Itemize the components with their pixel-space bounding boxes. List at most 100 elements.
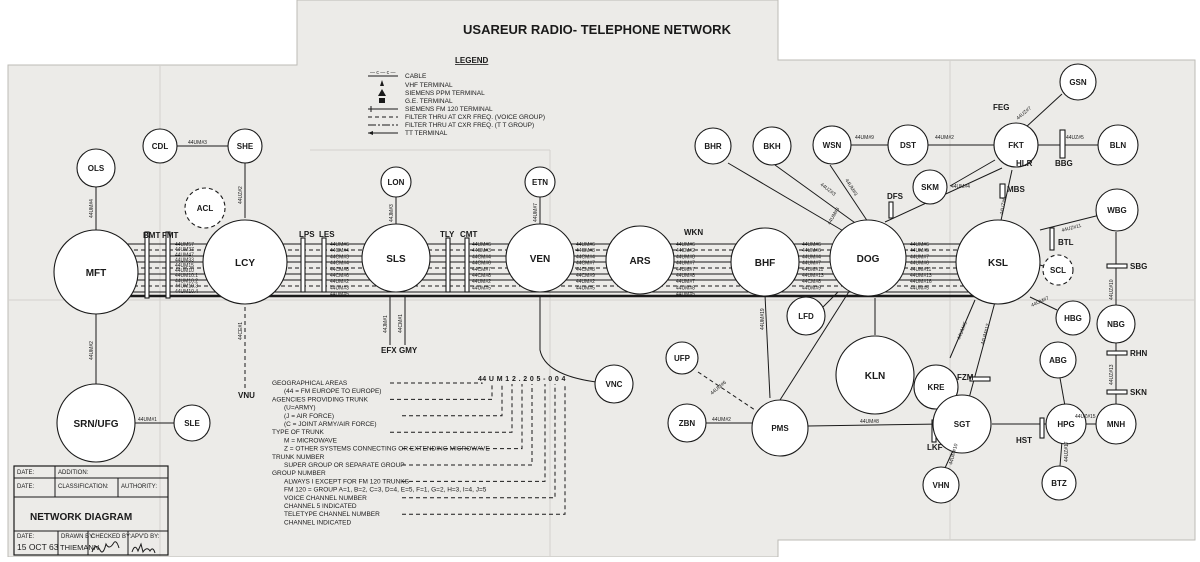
node-label-srn: SRN/UFG	[74, 419, 119, 430]
trunk-label-lcy-sls: 44CM#4	[330, 248, 349, 254]
link-ufp-pms	[697, 371, 756, 411]
trunk-label-dog-ksl: 44UM#6	[910, 242, 929, 248]
link-lfd-dog	[821, 291, 839, 309]
trunk-label-mft-lcy: 44UM10.3	[175, 284, 198, 290]
trunk-label-dog-ksl: 44UM#16	[910, 279, 932, 285]
node-label-wsn: WSN	[823, 141, 842, 150]
node-label-kln: KLN	[865, 371, 886, 382]
node-label-bln: BLN	[1110, 141, 1127, 150]
trunk-label-ven-ars: 44CM#7	[576, 261, 595, 267]
node-circle-dst	[887, 124, 929, 166]
site-label-cmt: CMT	[460, 230, 477, 239]
trunk-label-lcy-sls: 44UM#5	[330, 292, 349, 298]
link-label-mft-srn: 44UM#2	[89, 341, 95, 360]
node-label-wbg: WBG	[1107, 206, 1127, 215]
link-label-ksl-sgt: 44UM#12	[980, 323, 991, 346]
trunk-label-bhf-dog: 44UM#6	[802, 242, 821, 248]
code-explanation-line: CHANNEL INDICATED	[284, 519, 351, 526]
filter-marks	[144, 129, 1128, 443]
title-block: DATE: ADDITION: DATE: CLASSIFICATION: AU…	[13, 465, 169, 556]
title-block-addition-label: ADDITION:	[58, 470, 89, 476]
node-label-vhn: VHN	[933, 481, 950, 490]
code-leader-line	[402, 384, 503, 417]
link-ksl-kre	[949, 299, 976, 359]
node-skm: SKM	[912, 169, 948, 205]
link-label-ols-mft: 44UM#4	[89, 199, 95, 218]
code-explanation-line: M = MICROWAVE	[284, 437, 338, 444]
node-circle-srn	[56, 383, 136, 463]
code-leader-line	[402, 384, 546, 482]
node-circle-bkh	[752, 126, 792, 166]
node-circle-acl	[184, 187, 226, 229]
node-circle-ars	[605, 225, 675, 295]
link-label-pms-sgt: 44UM#8	[860, 419, 879, 425]
trunk-label-bhf-dog: 44UM#9	[802, 285, 821, 291]
node-sgt: SGT	[932, 394, 992, 454]
trunk-label-ars-bhf: 44UM#8	[676, 254, 695, 260]
node-gsn: GSN	[1059, 63, 1097, 101]
node-ven: VEN	[505, 223, 575, 293]
legend-label-ppm: SIEMENS PPM TERMINAL	[405, 90, 485, 97]
node-label-fkt: FKT	[1008, 141, 1024, 150]
link-ksl-hbg	[1029, 296, 1058, 311]
link-label-hpg-mnh: 44UZ#15	[1075, 414, 1096, 420]
diagram-title: USAREUR RADIO- TELEPHONE NETWORK	[463, 22, 732, 37]
site-label-skn: SKN	[1130, 388, 1147, 397]
site-labels: BMT FMT LPS LES TLY CMT WKN EFX GMY VNU …	[143, 103, 1148, 452]
node-label-acl: ACL	[197, 204, 214, 213]
node-nbg: NBG	[1096, 304, 1136, 344]
link-label-fkt-ksl: 44UZ#6	[999, 197, 1008, 216]
link-label-zbn-pms: 44UM#2	[712, 417, 731, 423]
trunk-label-mft-lcy: 44UM47	[175, 252, 194, 258]
title-block-checked-by-label: CHECKED BY:	[91, 534, 132, 540]
legend-label-ge: G.E. TERMINAL	[405, 98, 453, 105]
node-circle-zbn	[667, 403, 707, 443]
trunk-label-ars-bhf: 44UM#7	[676, 261, 695, 267]
link-bhf-pms	[764, 294, 771, 399]
title-block-date-label-2: DATE:	[17, 484, 35, 490]
node-circle-mft	[53, 229, 139, 315]
legend-ppm-symbol	[378, 89, 386, 96]
code-explanation-line: SUPER GROUP OR SEPARATE GROUP	[284, 462, 405, 469]
link-label-sls-efx: 44JM#1	[383, 315, 389, 333]
trunk-label-ven-ars: 44UM#6	[576, 242, 595, 248]
link-label-lon-sls: 44JM#3	[389, 204, 395, 222]
node-circle-nbg	[1096, 304, 1136, 344]
node-srn: SRN/UFG	[56, 383, 136, 463]
trunk-label-lcy-sls: 44CM#3	[330, 254, 349, 260]
node-circle-sls	[361, 223, 431, 293]
node-vhn: VHN	[922, 466, 960, 504]
title-block-diagram-title: NETWORK DIAGRAM	[30, 512, 132, 523]
title-block-drawn-by-label: DRAWN BY:	[61, 534, 95, 540]
trunk-label-sls-ven: 44CM#3	[472, 248, 491, 254]
node-circle-scl	[1042, 254, 1074, 286]
code-leader-line	[402, 384, 556, 499]
node-vnc: VNC	[594, 364, 634, 404]
node-ufp: UFP	[665, 341, 699, 375]
node-cdl: CDL	[142, 128, 178, 164]
trunk-label-dog-ksl: 44UM#6	[910, 261, 929, 267]
trunk-label-bhf-dog: 44CM#8	[802, 279, 821, 285]
node-fkt: FKT	[993, 122, 1039, 168]
trunk-label-mft-lcy: 44UM15	[175, 263, 194, 269]
trunk-label-lcy-sls: 44CM#8	[330, 267, 349, 273]
node-label-bhr: BHR	[704, 142, 722, 151]
node-label-skm: SKM	[921, 183, 939, 192]
node-btz: BTZ	[1041, 465, 1077, 501]
legend-heading: LEGEND	[455, 56, 489, 65]
node-label-zbn: ZBN	[679, 419, 696, 428]
trunk-label-mft-lcy: 44UM37	[175, 247, 194, 253]
node-label-ufp: UFP	[674, 354, 691, 363]
link-label-skm-fkt: 44UM#4	[951, 184, 970, 190]
node-circle-sle	[173, 404, 211, 442]
link-label-wbg-nbg: 44UZ#10	[1109, 279, 1115, 300]
node-label-sle: SLE	[184, 419, 200, 428]
trunk-label-dog-ksl: 44UM#13	[910, 273, 932, 279]
network-links	[95, 93, 1117, 469]
node-circle-btz	[1041, 465, 1077, 501]
link-label-nbg-mnh: 44UZ#13	[1109, 364, 1115, 385]
node-circle-ven	[505, 223, 575, 293]
node-bhf: BHF	[730, 227, 800, 297]
code-explanation-line: (U=ARMY)	[284, 405, 316, 412]
